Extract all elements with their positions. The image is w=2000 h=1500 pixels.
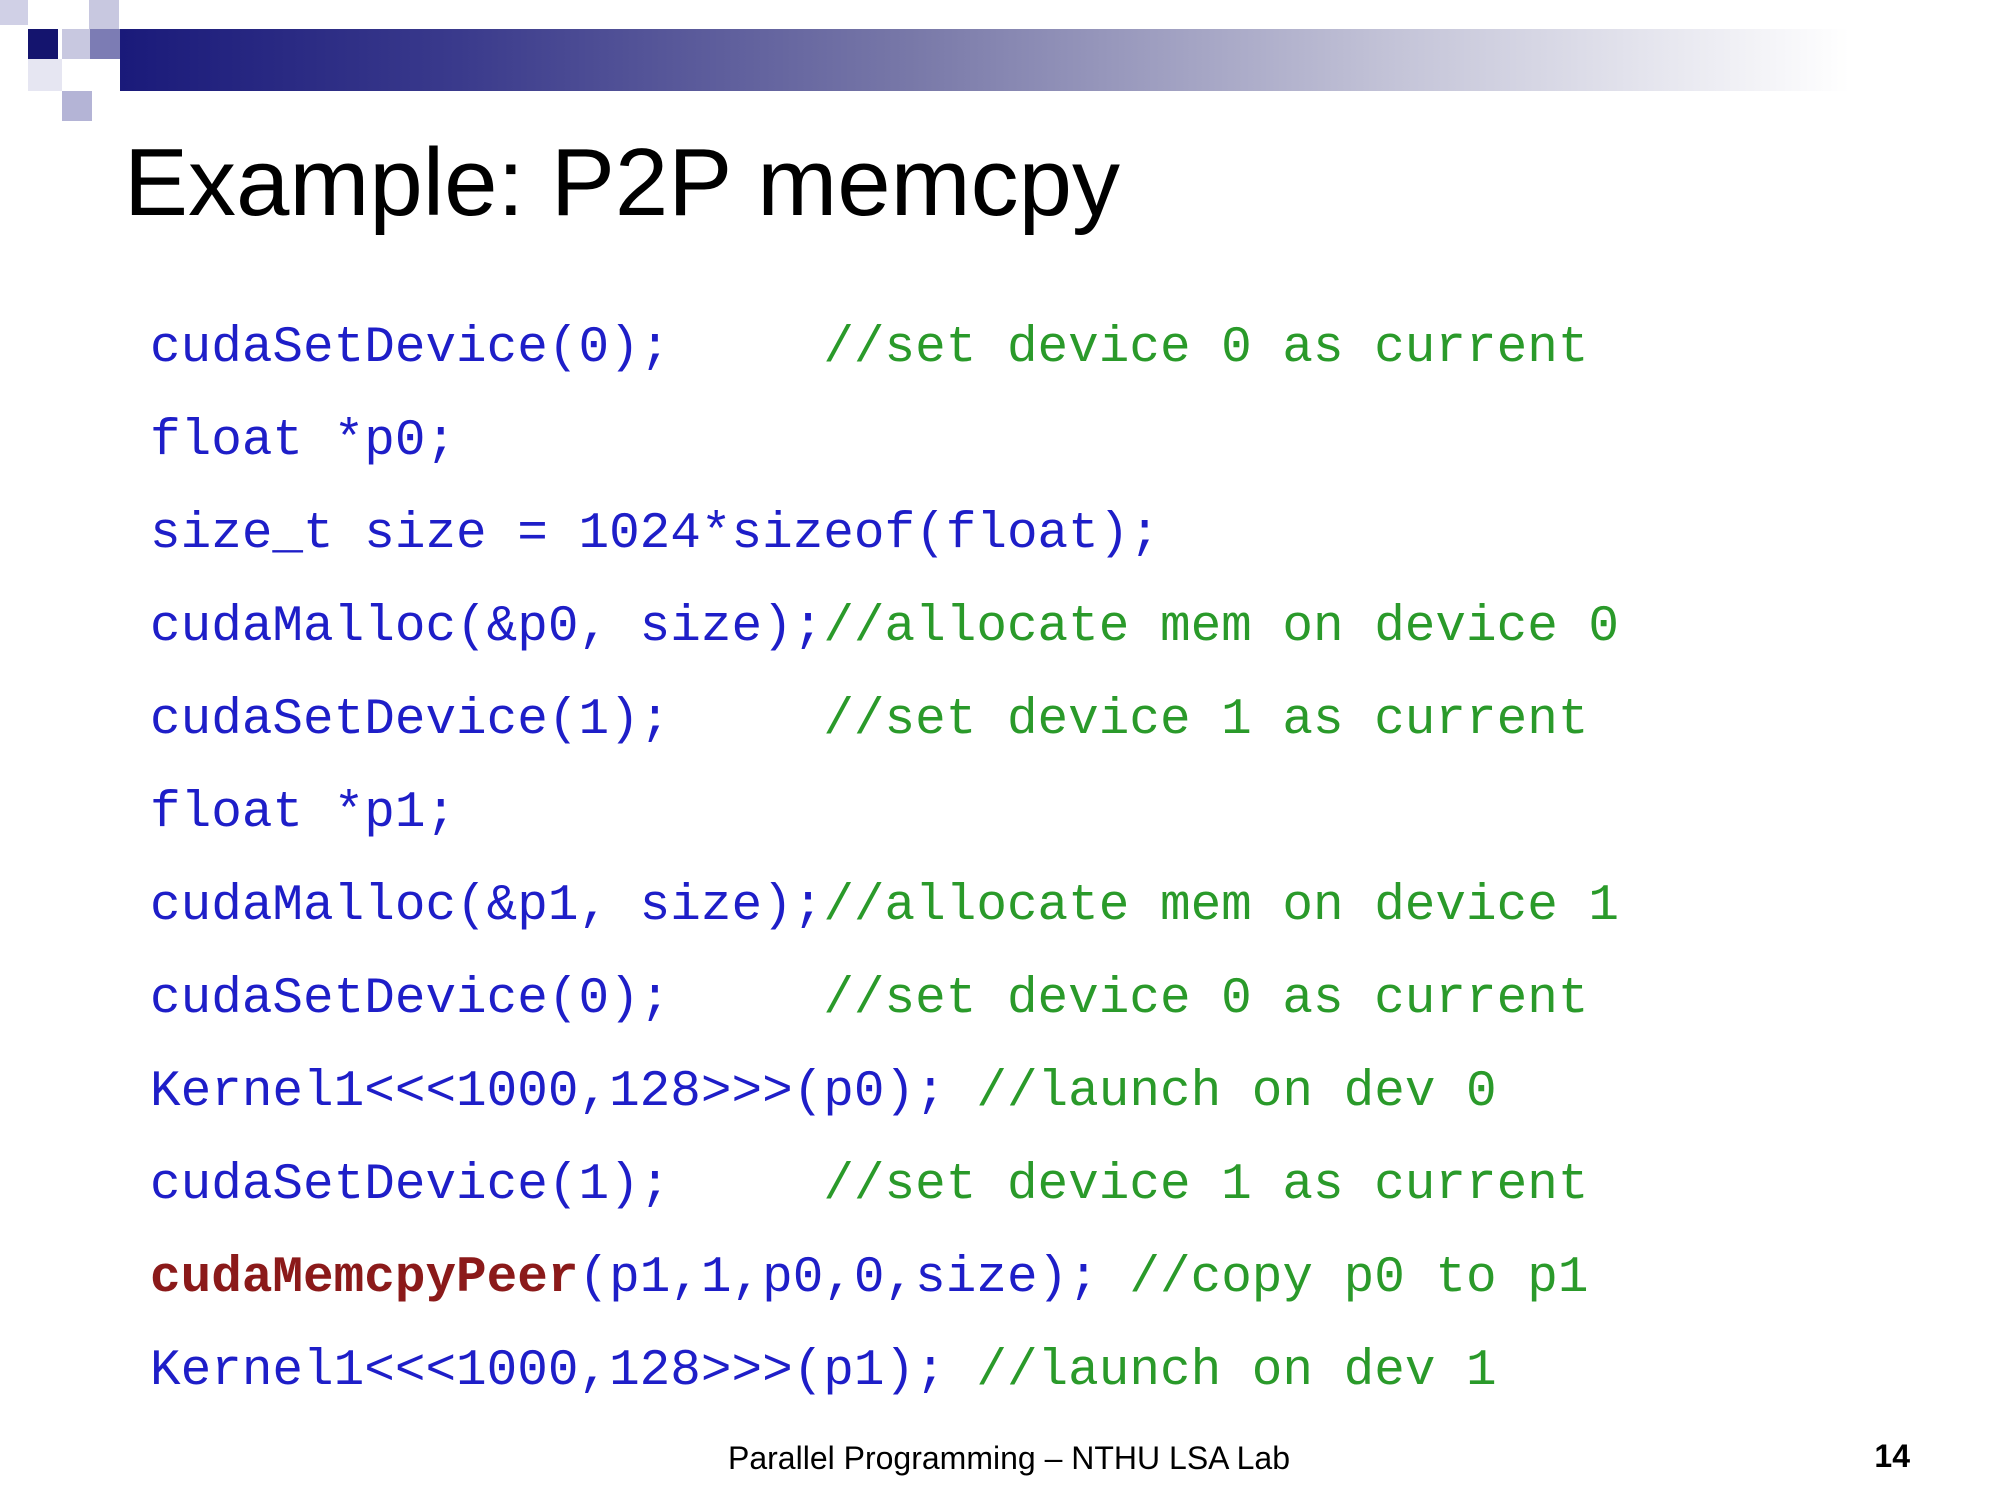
page-number: 14 — [1874, 1438, 1910, 1474]
code-comment: //launch on dev 1 — [976, 1343, 1497, 1400]
code-text: float *p1; — [150, 785, 457, 842]
code-line: cudaSetDevice(1); //set device 1 as curr… — [150, 1139, 1970, 1232]
slide-footer: Parallel Programming – NTHU LSA Lab — [728, 1440, 1291, 1476]
code-comment: //copy p0 to p1 — [1129, 1250, 1589, 1307]
code-comment: //allocate mem on device 0 — [823, 599, 1620, 656]
code-line: Kernel1<<<1000,128>>>(p1); //launch on d… — [150, 1325, 1970, 1418]
code-text: Kernel1<<<1000,128>>>(p1); — [150, 1343, 977, 1400]
code-line: cudaMalloc(&p0, size);//allocate mem on … — [150, 581, 1970, 674]
code-text: cudaMalloc(&p1, size); — [150, 878, 824, 935]
code-text: cudaMalloc(&p0, size); — [150, 599, 824, 656]
code-text: cudaSetDevice(1); — [150, 1157, 824, 1214]
slide-title: Example: P2P memcpy — [124, 129, 1120, 236]
code-comment: //set device 0 as current — [823, 320, 1589, 377]
code-line: size_t size = 1024*sizeof(float); — [150, 488, 1970, 581]
code-text: cudaSetDevice(1); — [150, 692, 824, 749]
code-text: cudaSetDevice(0); — [150, 971, 824, 1028]
header-square — [28, 29, 58, 59]
code-comment: //allocate mem on device 1 — [823, 878, 1620, 935]
header-gradient-band — [120, 29, 2000, 91]
code-text: Kernel1<<<1000,128>>>(p0); — [150, 1064, 977, 1121]
code-comment: //set device 1 as current — [823, 1157, 1589, 1214]
code-line: Kernel1<<<1000,128>>>(p0); //launch on d… — [150, 1046, 1970, 1139]
header-square — [0, 0, 28, 25]
code-comment: //set device 1 as current — [823, 692, 1589, 749]
code-text: cudaSetDevice(0); — [150, 320, 824, 377]
code-line: float *p1; — [150, 767, 1970, 860]
code-text: (p1,1,p0,0,size); — [578, 1250, 1130, 1307]
code-comment: //set device 0 as current — [823, 971, 1589, 1028]
header-square — [89, 0, 119, 30]
highlighted-function: cudaMemcpyPeer — [150, 1250, 579, 1307]
code-line: cudaMemcpyPeer(p1,1,p0,0,size); //copy p… — [150, 1232, 1970, 1325]
header-square — [62, 91, 92, 121]
code-text: size_t size = 1024*sizeof(float); — [150, 506, 1160, 563]
header-square — [62, 29, 90, 59]
code-line: cudaSetDevice(0); //set device 0 as curr… — [150, 302, 1970, 395]
header-square — [90, 29, 120, 59]
code-block: cudaSetDevice(0); //set device 0 as curr… — [150, 302, 1970, 1418]
code-text: float *p0; — [150, 413, 457, 470]
header-square — [28, 59, 62, 91]
code-line: float *p0; — [150, 395, 1970, 488]
code-line: cudaMalloc(&p1, size);//allocate mem on … — [150, 860, 1970, 953]
code-comment: //launch on dev 0 — [976, 1064, 1497, 1121]
header-square — [32, 0, 58, 25]
code-line: cudaSetDevice(0); //set device 0 as curr… — [150, 953, 1970, 1046]
code-line: cudaSetDevice(1); //set device 1 as curr… — [150, 674, 1970, 767]
